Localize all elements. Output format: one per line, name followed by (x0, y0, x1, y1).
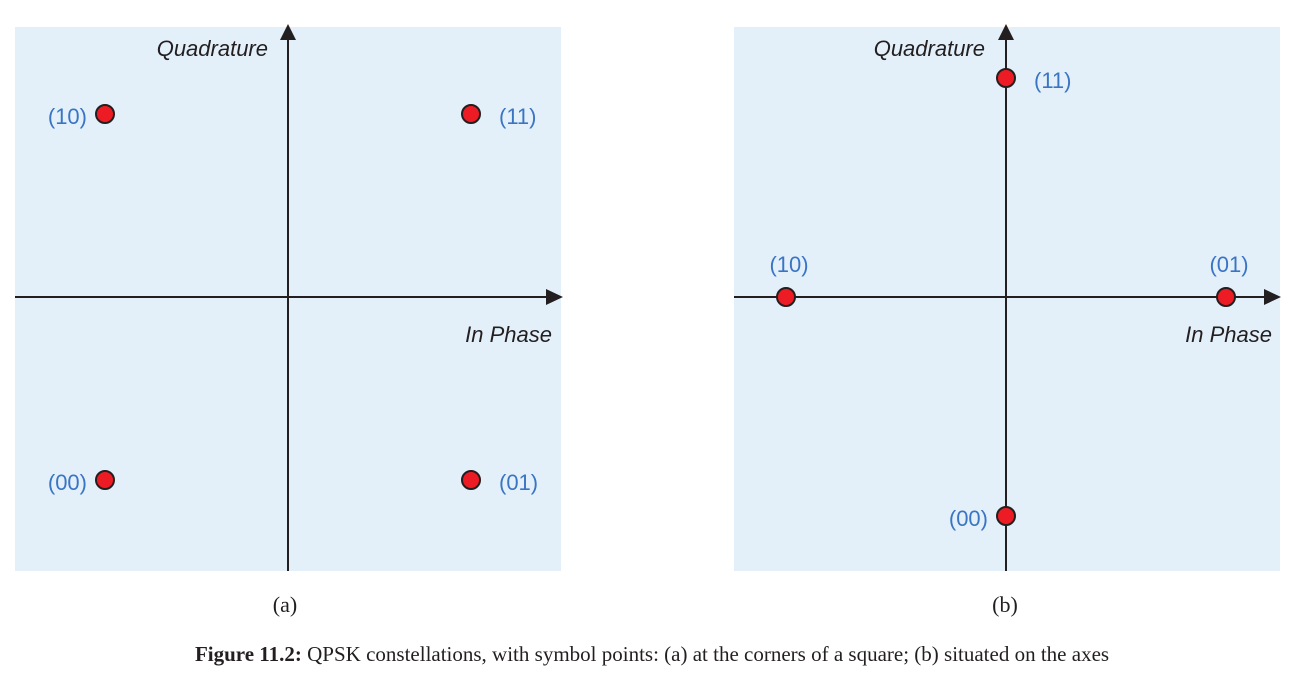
arrow-right-icon (546, 289, 563, 305)
panel-b-axes-constellation: Quadrature In Phase (b) (11) (10) (01) (00) (734, 24, 1281, 617)
caption-text: QPSK constellations, with symbol points:… (301, 642, 1110, 666)
y-axis-label: Quadrature (874, 36, 985, 61)
symbol-label: (10) (48, 104, 87, 129)
panel-sublabel: (b) (992, 592, 1018, 617)
symbol-label: (01) (499, 470, 538, 495)
y-axis-label: Quadrature (157, 36, 268, 61)
arrow-up-icon (998, 24, 1014, 40)
figure-caption: Figure 11.2: QPSK constellations, with s… (0, 642, 1304, 667)
symbol-label: (00) (48, 470, 87, 495)
symbol-point (95, 104, 115, 124)
arrow-up-icon (280, 24, 296, 40)
symbol-point (1216, 287, 1236, 307)
symbol-label: (00) (949, 506, 988, 531)
symbol-point (776, 287, 796, 307)
symbol-label: (10) (769, 252, 808, 277)
symbol-point (996, 506, 1016, 526)
symbol-point (95, 470, 115, 490)
symbol-point (461, 470, 481, 490)
panel-a-square-constellation: Quadrature In Phase (a) (10) (11) (00) (01) (15, 24, 563, 617)
symbol-point (461, 104, 481, 124)
symbol-point (996, 68, 1016, 88)
caption-label: Figure 11.2: (194, 642, 302, 666)
panel-sublabel: (a) (273, 592, 297, 617)
x-axis-label: In Phase (1185, 322, 1272, 347)
symbol-label: (01) (1209, 252, 1248, 277)
symbol-label: (11) (1034, 68, 1072, 93)
symbol-label: (11) (499, 104, 537, 129)
arrow-right-icon (1264, 289, 1281, 305)
x-axis-label: In Phase (465, 322, 552, 347)
